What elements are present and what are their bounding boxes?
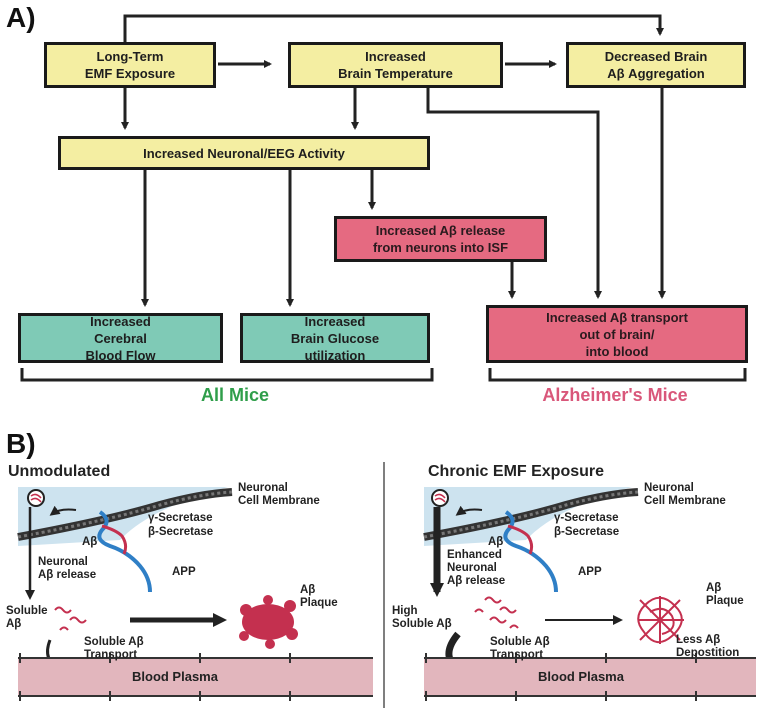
left-plaque [239,595,298,649]
label-alzheimers-mice: Alzheimer's Mice [542,385,688,405]
right-title: Chronic EMF Exposure [428,463,605,480]
left-soluble-label: Soluble Aβ [6,605,48,630]
left-gamma-secretase-label: γ-Secretase [148,512,213,524]
left-inhibit-icon [27,489,45,507]
right-release-label: Enhanced Neuronal Aβ release [447,549,506,587]
left-app-strand [97,510,152,593]
right-app-strand [503,510,558,593]
panel-a-label: A) [6,2,36,33]
box-increased-brain-glucose: Increased Brain Glucose utilization [240,313,430,363]
arrow-emf-to-aggregation [123,14,664,42]
left-cell-region [17,487,233,546]
right-abeta-label: Aβ [488,536,504,548]
box-increased-neuronal-activity: Increased Neuronal/EEG Activity [58,136,430,170]
left-soluble-abeta [54,606,87,631]
label-all-mice: All Mice [200,385,270,405]
left-release-label: Neuronal Aβ release [38,556,97,581]
left-app-label: APP [172,566,196,578]
left-abeta-label: Aβ [82,536,98,548]
right-abeta-fragment [507,524,534,555]
left-abeta-fragment [101,524,128,555]
right-plaque [637,596,684,644]
right-beta-secretase-label: β-Secretase [554,526,620,538]
left-secretase-arrow [49,505,77,516]
left-blood-plasma [18,653,373,701]
right-cell-region [423,487,639,546]
left-transport-label: Soluble Aβ Transport [84,636,144,661]
right-deposition-label: Less Aβ Depostition [676,634,740,659]
right-secretase-arrow [455,505,483,516]
box-decreased-abeta-aggregation: Decreased Brain Aβ Aggregation [566,42,746,88]
right-transport-label: Soluble Aβ Transport [490,636,550,661]
bracket-alz-mice [488,368,747,382]
box-increased-abeta-transport: Increased Aβ transport out of brain/ int… [486,305,748,363]
right-soluble-abeta [474,596,519,629]
panel-b-label: B) [6,428,36,459]
box-increased-cerebral-blood-flow: Increased Cerebral Blood Flow [18,313,223,363]
box-long-term-emf-exposure: Long-Term EMF Exposure [44,42,216,88]
right-soluble-label: High Soluble Aβ [392,605,452,630]
right-plasma-label: Blood Plasma [538,669,624,684]
left-plasma-label: Blood Plasma [132,669,218,684]
right-plaque-label: Aβ Plaque [706,582,744,607]
arrow-temp-to-transport [426,88,602,299]
left-title: Unmodulated [8,463,111,480]
box-increased-abeta-release: Increased Aβ release from neurons into I… [334,216,547,262]
right-inhibit-icon [431,489,449,507]
bracket-all-mice [20,368,434,382]
right-membrane-label: Neuronal Cell Membrane [644,482,726,507]
left-membrane-label: Neuronal Cell Membrane [238,482,320,507]
right-gamma-secretase-label: γ-Secretase [554,512,619,524]
left-beta-secretase-label: β-Secretase [148,526,214,538]
box-increased-brain-temperature: Increased Brain Temperature [288,42,503,88]
right-app-label: APP [578,566,602,578]
right-blood-plasma [424,653,756,701]
left-plaque-label: Aβ Plaque [300,584,338,609]
